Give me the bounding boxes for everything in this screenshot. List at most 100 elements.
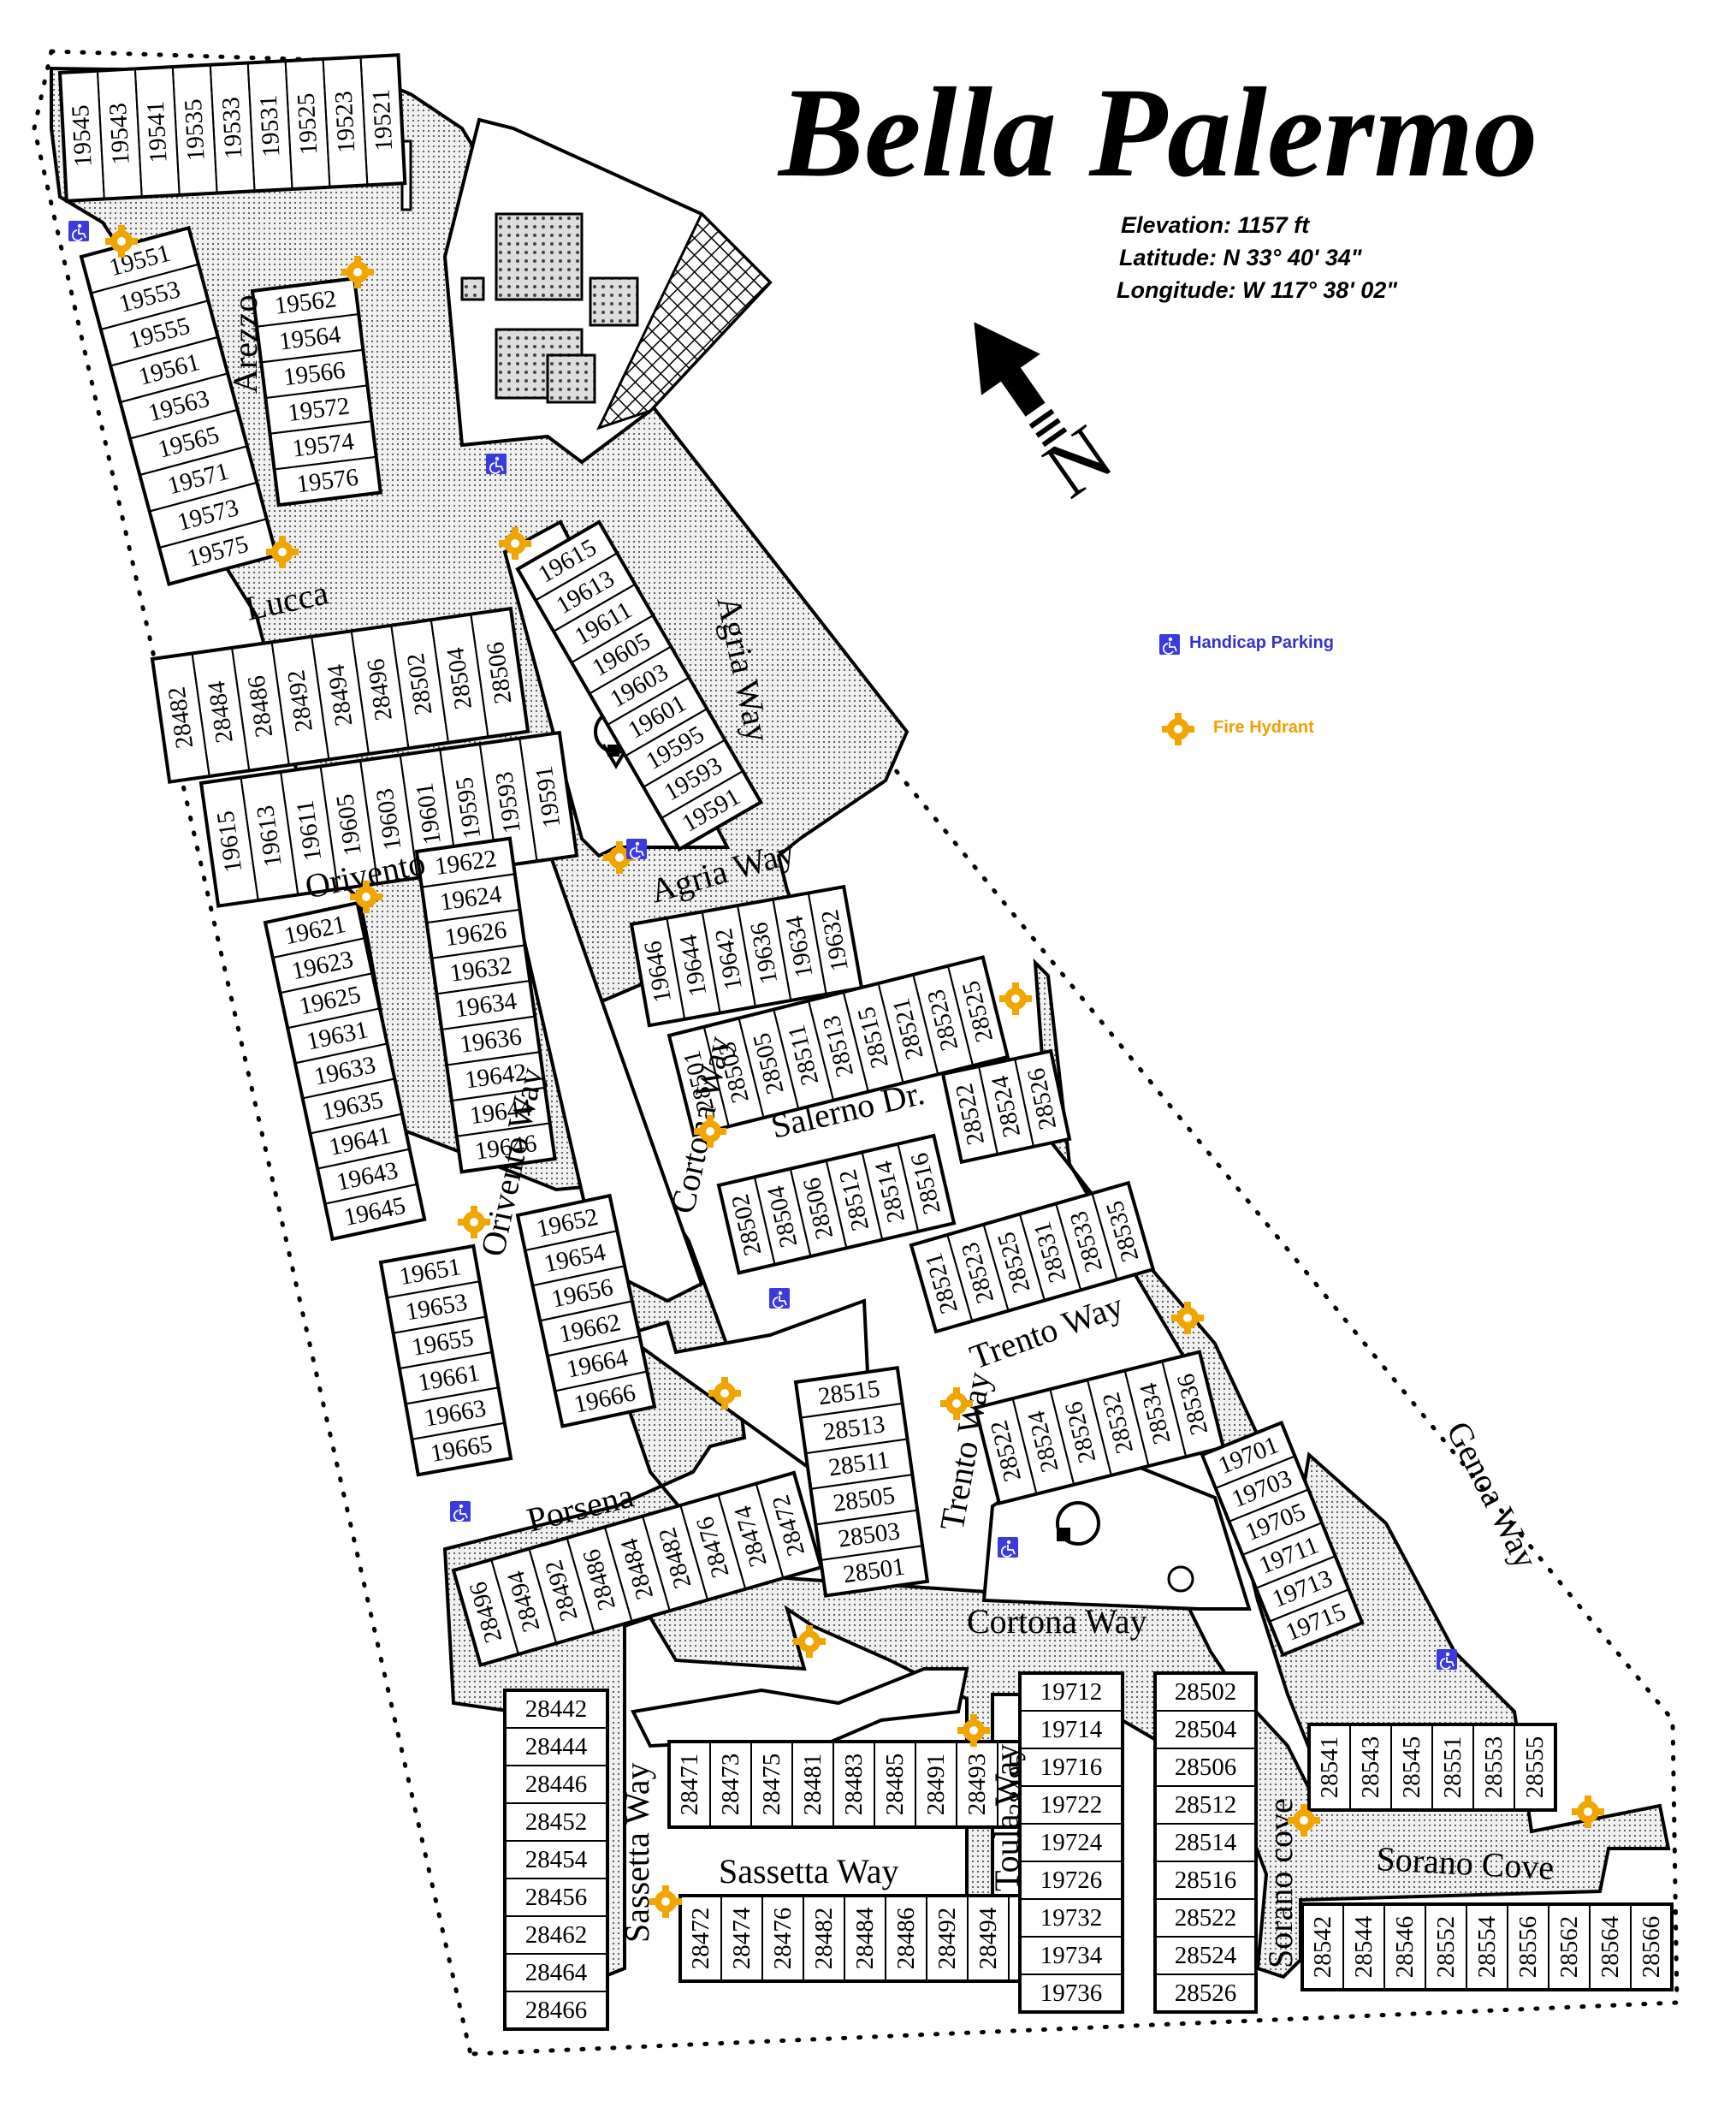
unit-number: 28543 <box>1357 1736 1384 1799</box>
street-genoa-way: Genoa Way <box>1439 1416 1546 1575</box>
north-arrow: N <box>974 322 1128 515</box>
longitude-text: Longitude: W 117° 38' 02" <box>1117 277 1398 303</box>
latitude-text: Latitude: N 33° 40' 34" <box>1119 245 1363 270</box>
unit-number: 19533 <box>217 96 248 159</box>
unit-number: 28473 <box>717 1754 744 1816</box>
unit-number: 19726 <box>1040 1867 1103 1894</box>
unit-number: 28444 <box>525 1733 588 1760</box>
unit-number: 28512 <box>1175 1791 1237 1819</box>
location-info: Elevation: 1157 ft Latitude: N 33° 40' 3… <box>1117 212 1398 303</box>
handicap-icon <box>768 1287 791 1309</box>
unit-lot <box>554 1370 656 1427</box>
unit-number: 28522 <box>1175 1904 1237 1932</box>
handicap-icon <box>1158 633 1181 656</box>
handicap-icon <box>485 453 507 475</box>
unit-number: 28544 <box>1350 1915 1378 1978</box>
unit-lot <box>1019 1974 1123 2013</box>
unit-number: 28555 <box>1521 1736 1549 1799</box>
north-arrow-icon <box>974 322 1046 417</box>
unit-number: 28472 <box>687 1908 714 1970</box>
legend-handicap-label: Handicap Parking <box>1189 633 1334 652</box>
unit-lot <box>504 1991 608 2030</box>
unit-number: 19541 <box>142 100 173 163</box>
fire-hydrant-icon <box>999 982 1032 1015</box>
unit-number: 28502 <box>1175 1678 1237 1706</box>
unit-number: 28482 <box>810 1908 838 1970</box>
unit-number: 19722 <box>1040 1791 1103 1819</box>
unit-number: 28484 <box>851 1907 879 1969</box>
street-cortona-way-lower: Cortona Way <box>967 1602 1146 1641</box>
unit-number: 28542 <box>1309 1916 1336 1979</box>
fire-hydrant-icon <box>1162 713 1194 745</box>
unit-block: 2849628494284922848628484284822847628474… <box>451 1470 824 1668</box>
unit-block: 1971219714197161972219724197261973219734… <box>1018 1671 1124 2014</box>
legend: Handicap Parking Fire Hydrant <box>1158 633 1334 745</box>
unit-number: 28516 <box>1175 1867 1237 1894</box>
unit-number: 28456 <box>525 1884 588 1911</box>
unit-lot <box>359 54 406 187</box>
unit-lot <box>755 1471 822 1580</box>
unit-number: 28446 <box>525 1771 588 1798</box>
map-title: Bella Palermo <box>777 62 1538 204</box>
unit-number: 28486 <box>892 1908 920 1970</box>
unit-lot <box>1630 1903 1673 1991</box>
unit-number: 28562 <box>1555 1916 1583 1979</box>
unit-number: 19714 <box>1040 1716 1103 1743</box>
elevation-text: Elevation: 1157 ft <box>1121 212 1310 238</box>
unit-lot <box>660 769 762 851</box>
unit-number: 28462 <box>525 1921 588 1949</box>
unit-block: 2850228504285062851228514285162852228524… <box>1153 1671 1258 2014</box>
unit-number: 28452 <box>525 1808 588 1836</box>
unit-number: 28493 <box>963 1754 991 1816</box>
street-arezzo: Arezzo <box>226 295 264 394</box>
unit-number: 28506 <box>1175 1754 1237 1781</box>
street-sassetta-way: Sassetta Way <box>719 1852 898 1890</box>
unit-number: 28553 <box>1480 1736 1508 1799</box>
pool-icon <box>1056 1501 1100 1546</box>
unit-block: 1962219624196261963219634196361964219644… <box>414 836 557 1174</box>
unit-number: 28526 <box>1175 1979 1237 2007</box>
street-toula-way: Toula Way <box>987 1744 1026 1891</box>
unit-number: 28566 <box>1638 1916 1665 1979</box>
unit-number: 28454 <box>525 1846 588 1873</box>
unit-number: 28541 <box>1316 1736 1343 1799</box>
unit-lot <box>946 956 1010 1067</box>
unit-number: 19734 <box>1040 1942 1103 1969</box>
handicap-icon <box>449 1500 471 1522</box>
unit-lot <box>1514 1724 1556 1811</box>
unit-lot <box>470 608 530 739</box>
handicap-icon <box>68 220 90 242</box>
unit-number: 28564 <box>1597 1915 1624 1978</box>
unit-number: 19545 <box>67 104 98 168</box>
unit-number: 19716 <box>1040 1754 1103 1781</box>
unit-number: 28475 <box>758 1754 785 1816</box>
unit-number: 19521 <box>368 88 399 151</box>
unit-number: 28556 <box>1514 1916 1542 1979</box>
handicap-icon <box>997 1536 1019 1558</box>
unit-lot <box>1091 1181 1154 1281</box>
unit-lot <box>411 1422 513 1476</box>
unit-block: 1962119623196251963119633196351964119643… <box>263 900 427 1242</box>
unit-number: 19523 <box>330 91 361 154</box>
unit-number: 28524 <box>1175 1942 1237 1969</box>
unit-number: 28464 <box>525 1959 588 1986</box>
unit-block: 2850128503285052851128513285152852128523… <box>667 955 1010 1137</box>
unit-number: 19525 <box>293 92 323 156</box>
unit-block: 2844228444284462845228454284562846228464… <box>503 1689 609 2031</box>
unit-lot <box>273 455 382 507</box>
unit-block: 1955119553195551956119563195651957119573… <box>79 225 279 586</box>
unit-number: 28471 <box>676 1754 703 1816</box>
unit-number: 19724 <box>1040 1829 1103 1856</box>
